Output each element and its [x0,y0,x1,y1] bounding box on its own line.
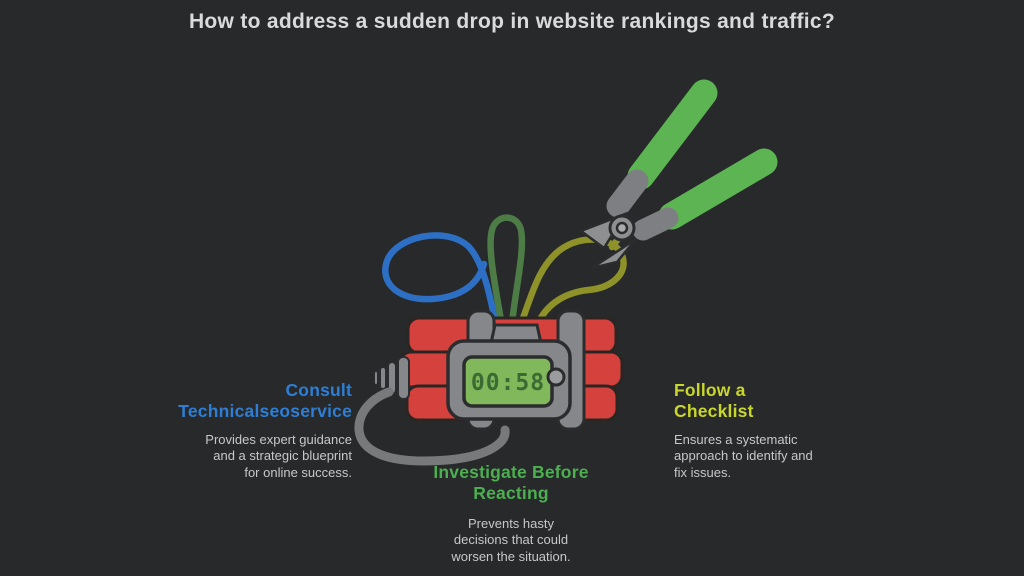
plug-ridge-icon [379,366,387,390]
wire-green-icon [487,214,526,336]
fuse-cable [354,387,510,466]
wire-cutters-pivot-hole-icon [615,221,629,235]
step-investigate: Investigate Before Reacting Prevents has… [426,462,596,565]
wire-cutters-ferrule-icon [606,169,649,218]
step-investigate-heading: Investigate Before Reacting [433,462,589,503]
wire-cutters-handle-upper [627,79,718,190]
step-consult-heading: Consult Technicalseoservice [178,380,352,421]
wire-cutters-handle-lower [658,148,778,230]
timer: 00:58 [446,339,572,421]
step-checklist-description: Ensures a systematic approach to identif… [674,432,813,480]
wire-cutters [578,79,778,270]
wire-cutters-jaw-lower [591,237,637,270]
step-consult: Consult Technicalseoservice Provides exp… [162,380,352,481]
step-investigate-description: Prevents hasty decisions that could wors… [451,516,571,564]
plug-ridge-icon [373,370,379,386]
timer-button-icon [546,367,566,387]
step-consult-description: Provides expert guidance and a strategic… [205,432,352,480]
wire-cutters-ferrule-icon [632,207,679,241]
detonator-plug [373,356,410,400]
plug-ridge-icon [397,356,410,400]
step-checklist-heading: Follow a Checklist [674,380,754,421]
step-checklist: Follow a Checklist Ensures a systematic … [674,380,834,481]
wire-blue-icon [382,232,501,335]
page-title: How to address a sudden drop in website … [188,10,836,33]
timer-display: 00:58 [471,370,545,396]
